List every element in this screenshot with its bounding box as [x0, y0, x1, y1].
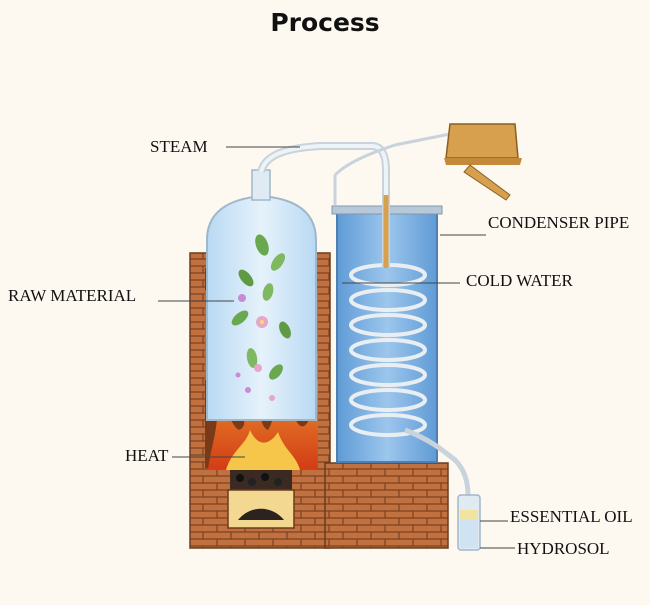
brick-base: [324, 462, 449, 549]
pointer-lines: [158, 146, 515, 549]
raw-material-icon: [231, 234, 291, 401]
condenser-coil: [349, 263, 427, 437]
label-steam: STEAM: [150, 137, 208, 156]
label-essential-oil: ESSENTIAL OIL: [510, 507, 633, 526]
distillation-vessel: [206, 169, 317, 421]
outlet-pipe: [404, 427, 471, 496]
label-hydrosol: HYDROSOL: [517, 539, 610, 558]
collector-vessel: [457, 494, 481, 551]
page-title: Process: [270, 8, 380, 37]
water-funnel: [444, 123, 522, 201]
firebox: [227, 470, 295, 529]
label-heat: HEAT: [125, 446, 169, 465]
steam-pipe: [257, 131, 456, 268]
label-raw-material: RAW MATERIAL: [8, 286, 137, 305]
label-cold-water: COLD WATER: [466, 271, 573, 290]
label-condenser-pipe: CONDENSER PIPE: [488, 213, 630, 232]
